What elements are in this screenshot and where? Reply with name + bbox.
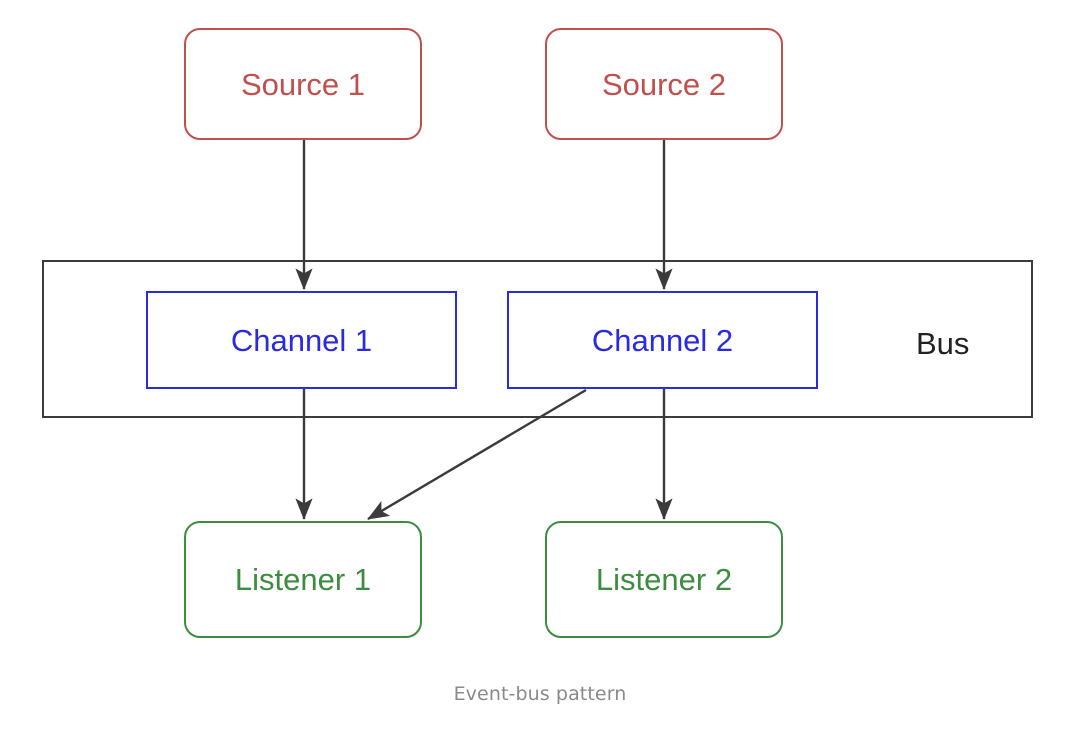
node-listener-2[interactable]: Listener 2 bbox=[545, 521, 783, 638]
node-listener-1-label: Listener 1 bbox=[234, 562, 372, 597]
node-source-2[interactable]: Source 2 bbox=[545, 28, 783, 140]
node-source-2-label: Source 2 bbox=[601, 66, 727, 102]
node-source-1-label: Source 1 bbox=[240, 66, 366, 102]
node-channel-2[interactable]: Channel 2 bbox=[507, 291, 818, 389]
bus-label: Bus bbox=[916, 326, 970, 361]
figure-caption: Event-bus pattern bbox=[453, 683, 627, 705]
node-channel-1[interactable]: Channel 1 bbox=[146, 291, 457, 389]
node-channel-1-label: Channel 1 bbox=[230, 322, 373, 358]
node-listener-1[interactable]: Listener 1 bbox=[184, 521, 422, 638]
node-listener-2-label: Listener 2 bbox=[595, 562, 733, 597]
node-source-1[interactable]: Source 1 bbox=[184, 28, 422, 140]
node-channel-2-label: Channel 2 bbox=[591, 322, 734, 358]
